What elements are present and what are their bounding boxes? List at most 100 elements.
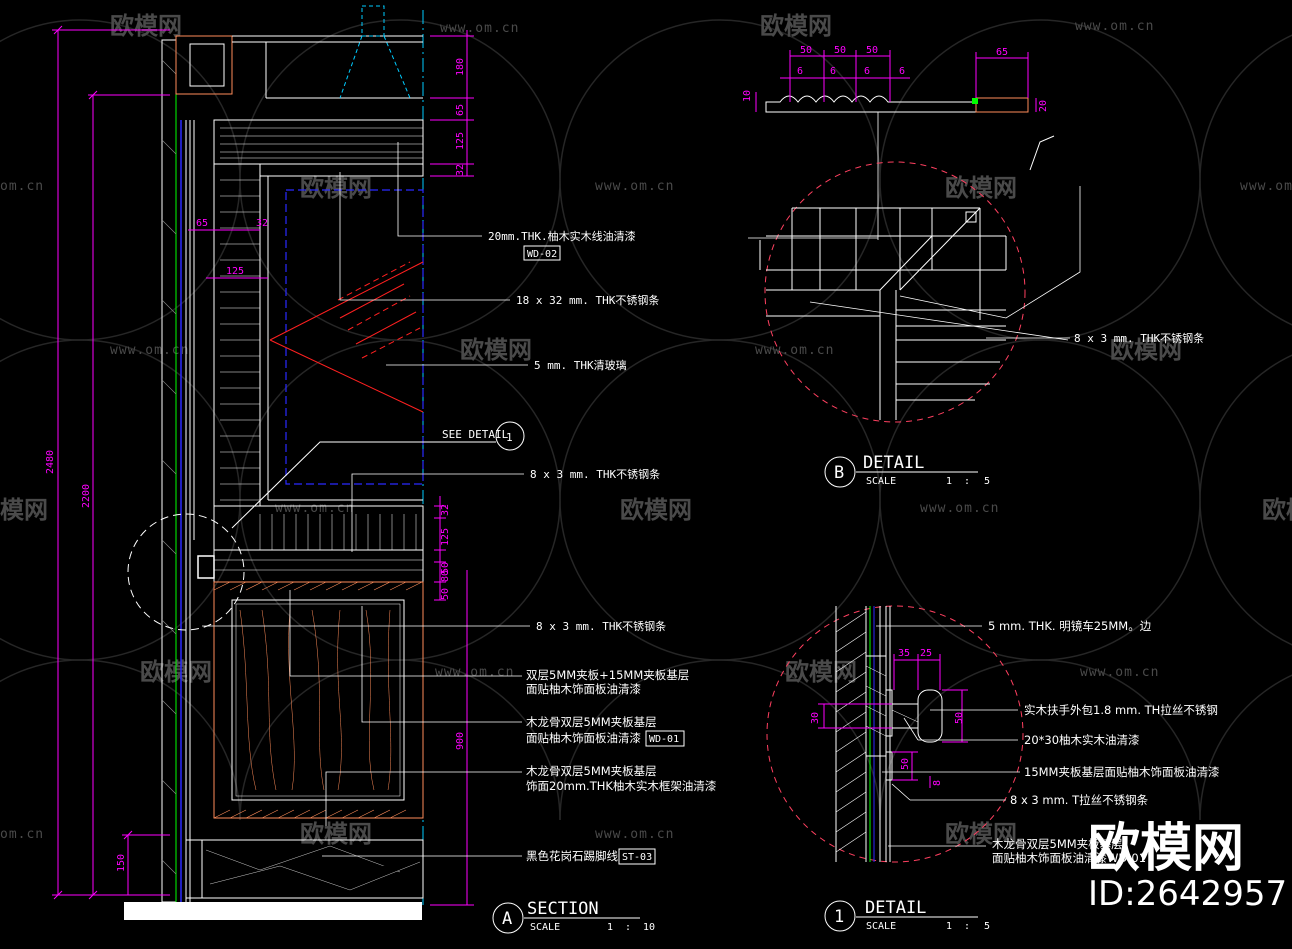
note-frame-base: 木龙骨双层5MM夹板基层 [992, 837, 1123, 851]
watermark-url: www.om.cn [275, 501, 354, 516]
watermark-url: om.cn [0, 179, 44, 194]
watermark-brand: 欧模网 [620, 496, 692, 524]
detail-b-dim-6a: 6 [797, 66, 803, 77]
section-a-scale-num: 1 [607, 922, 613, 933]
dim-125: 125 [226, 266, 244, 277]
detail-1-dim-8: 8 [932, 780, 943, 786]
detail-b-scale-label: SCALE [866, 476, 896, 487]
dim-base-height: 150 [116, 854, 127, 872]
detail-1-scale-num: 1 [946, 921, 952, 932]
dim-overall-height: 2480 [45, 450, 56, 474]
tag-wd01: WD-01 [649, 734, 679, 745]
note-brushed-strip: 8 x 3 mm. T拉丝不锈钢条 [1010, 793, 1149, 807]
watermark-url: www.om.cn [595, 827, 674, 842]
dim-65: 65 [196, 218, 208, 229]
detail-b-dim-10: 10 [742, 90, 753, 102]
note-frame-base-l2: 面贴柚木饰面板油清漆WD-01 [992, 851, 1146, 865]
watermark-url: www.om.cn [1080, 665, 1159, 680]
watermark-url: www.om.cn [1240, 179, 1292, 194]
detail-b-dims [755, 50, 1037, 112]
watermark-brand: 欧模网 [300, 174, 372, 202]
note-teak-trim: 20mm.THK.柚木实木线油清漆 [488, 229, 636, 243]
detail-1-dim-35: 35 [898, 648, 910, 659]
watermark-brand: 欧模网 [945, 174, 1017, 202]
glass-reflection [269, 261, 424, 413]
detail-1-wall-hatch [835, 611, 867, 853]
section-a-drawing: SEE DETAIL 1 2480 2200 150 65 32 125 [45, 5, 716, 934]
watermark-url: www.om.cn [920, 501, 999, 516]
section-a-title-block: A SECTION SCALE 1 : 10 [492, 899, 655, 934]
watermarks: 欧模网 www.om.cn 欧模网 www.om.cn om.cn 欧模网 ww… [0, 12, 1292, 848]
watermark-url: www.om.cn [755, 343, 834, 358]
detail-1-dims [818, 654, 968, 788]
dim-right-32: 32 [455, 164, 466, 176]
detail-1-letter: 1 [834, 907, 844, 927]
detail-b-title: DETAIL [863, 453, 924, 473]
note-plywood-1: 双层5MM夹板+15MM夹板基层 [526, 668, 689, 682]
corner-brand: 欧模网 ID:2642957 [1088, 819, 1287, 914]
wall [161, 39, 177, 903]
leader-lines [202, 142, 530, 857]
detail-1-leaders [876, 625, 1020, 847]
detail-b-dim-6d: 6 [899, 66, 905, 77]
watermark-brand: 欧模网 [760, 12, 832, 40]
tag-box [645, 730, 685, 747]
corner-brand-name: 欧模网 [1088, 819, 1244, 879]
section-a-notes: 20mm.THK.柚木实木线油清漆 WD-02 18 x 32 mm. THK不… [488, 229, 716, 865]
watermark-brand: 模网 [0, 496, 48, 524]
detail-b-dim-50a: 50 [800, 45, 812, 56]
note-clear-glass: 5 mm. THK清玻璃 [534, 358, 627, 372]
watermark-brand: 欧模网 [110, 12, 182, 40]
see-detail-label: SEE DETAIL [442, 428, 509, 441]
dim-right-80: 80 [440, 570, 451, 582]
detail-1-notes: 5 mm. THK. 明镜车25MM。边 实木扶手外包1.8 mm. TH拉丝不… [988, 619, 1219, 865]
detail-1-dim-50a: 50 [954, 712, 965, 724]
detail-b-dim-6c: 6 [864, 66, 870, 77]
watermark-url: www.om.cn [595, 179, 674, 194]
dimensions-left [52, 25, 170, 900]
detail-b-dim-6b: 6 [830, 66, 836, 77]
detail-b-note: 8 x 3 mm. THK不锈钢条 [1074, 331, 1204, 345]
detail-b-letter: B [834, 463, 844, 483]
watermark-brand: 欧模网 [1110, 336, 1182, 364]
see-detail-number: 1 [506, 431, 513, 444]
detail-1-drawing: 35 25 30 50 50 8 5 mm. THK. 明镜车25MM。边 实木… [766, 605, 1219, 932]
wood-grain [239, 609, 392, 791]
watermark-brand: 欧模网 [945, 820, 1017, 848]
note-plywood-2: 木龙骨双层5MM夹板基层 [526, 715, 657, 729]
dim-panel-height: 2200 [81, 484, 92, 508]
note-steel-strip-2: 8 x 3 mm. THK不锈钢条 [536, 619, 666, 633]
watermark-arcs [0, 19, 1292, 821]
detail-b-linework [759, 135, 1055, 420]
note-frame-l2: 饰面20mm.THK柚木实木框架油清漆 [526, 779, 716, 793]
note-mirror: 5 mm. THK. 明镜车25MM。边 [988, 619, 1152, 633]
corner-brand-id: ID:2642957 [1088, 874, 1287, 914]
detail-1-title-block: 1 DETAIL SCALE 1 : 5 [824, 898, 990, 932]
note-steel-strip-1: 8 x 3 mm. THK不锈钢条 [530, 467, 660, 481]
dim-right-900: 900 [455, 732, 466, 750]
dim-right-180: 180 [455, 58, 466, 76]
note-handrail: 实木扶手外包1.8 mm. TH拉丝不锈钢 [1024, 703, 1218, 717]
detail-1-linework [835, 606, 943, 862]
detail-b-scale-num: 1 [946, 476, 952, 487]
watermark-url: om.cn [0, 827, 44, 842]
detail-1-dim-25: 25 [920, 648, 932, 659]
dim-right-50: 50 [440, 562, 451, 574]
watermark-brand: 欧模网 [460, 336, 532, 364]
watermark-url: www.om.cn [435, 665, 514, 680]
detail-b-scale-den: 5 [984, 476, 990, 487]
detail-1-scale-den: 5 [984, 921, 990, 932]
detail-callout-circle [127, 513, 245, 631]
dimensions-right [430, 30, 474, 906]
detail-b-title-block: B DETAIL SCALE 1 : 5 [824, 453, 990, 488]
note-frame: 木龙骨双层5MM夹板基层 [526, 764, 657, 778]
detail-ref-bubble [495, 421, 525, 451]
watermark-brand: 欧模网 [785, 658, 857, 686]
section-a-scale-label: SCALE [530, 922, 560, 933]
detail-b-dim-65: 65 [996, 47, 1008, 58]
stile-hatch [220, 179, 260, 501]
detail-1-circle [766, 605, 1024, 863]
section-a-scale-sep: : [625, 922, 631, 933]
